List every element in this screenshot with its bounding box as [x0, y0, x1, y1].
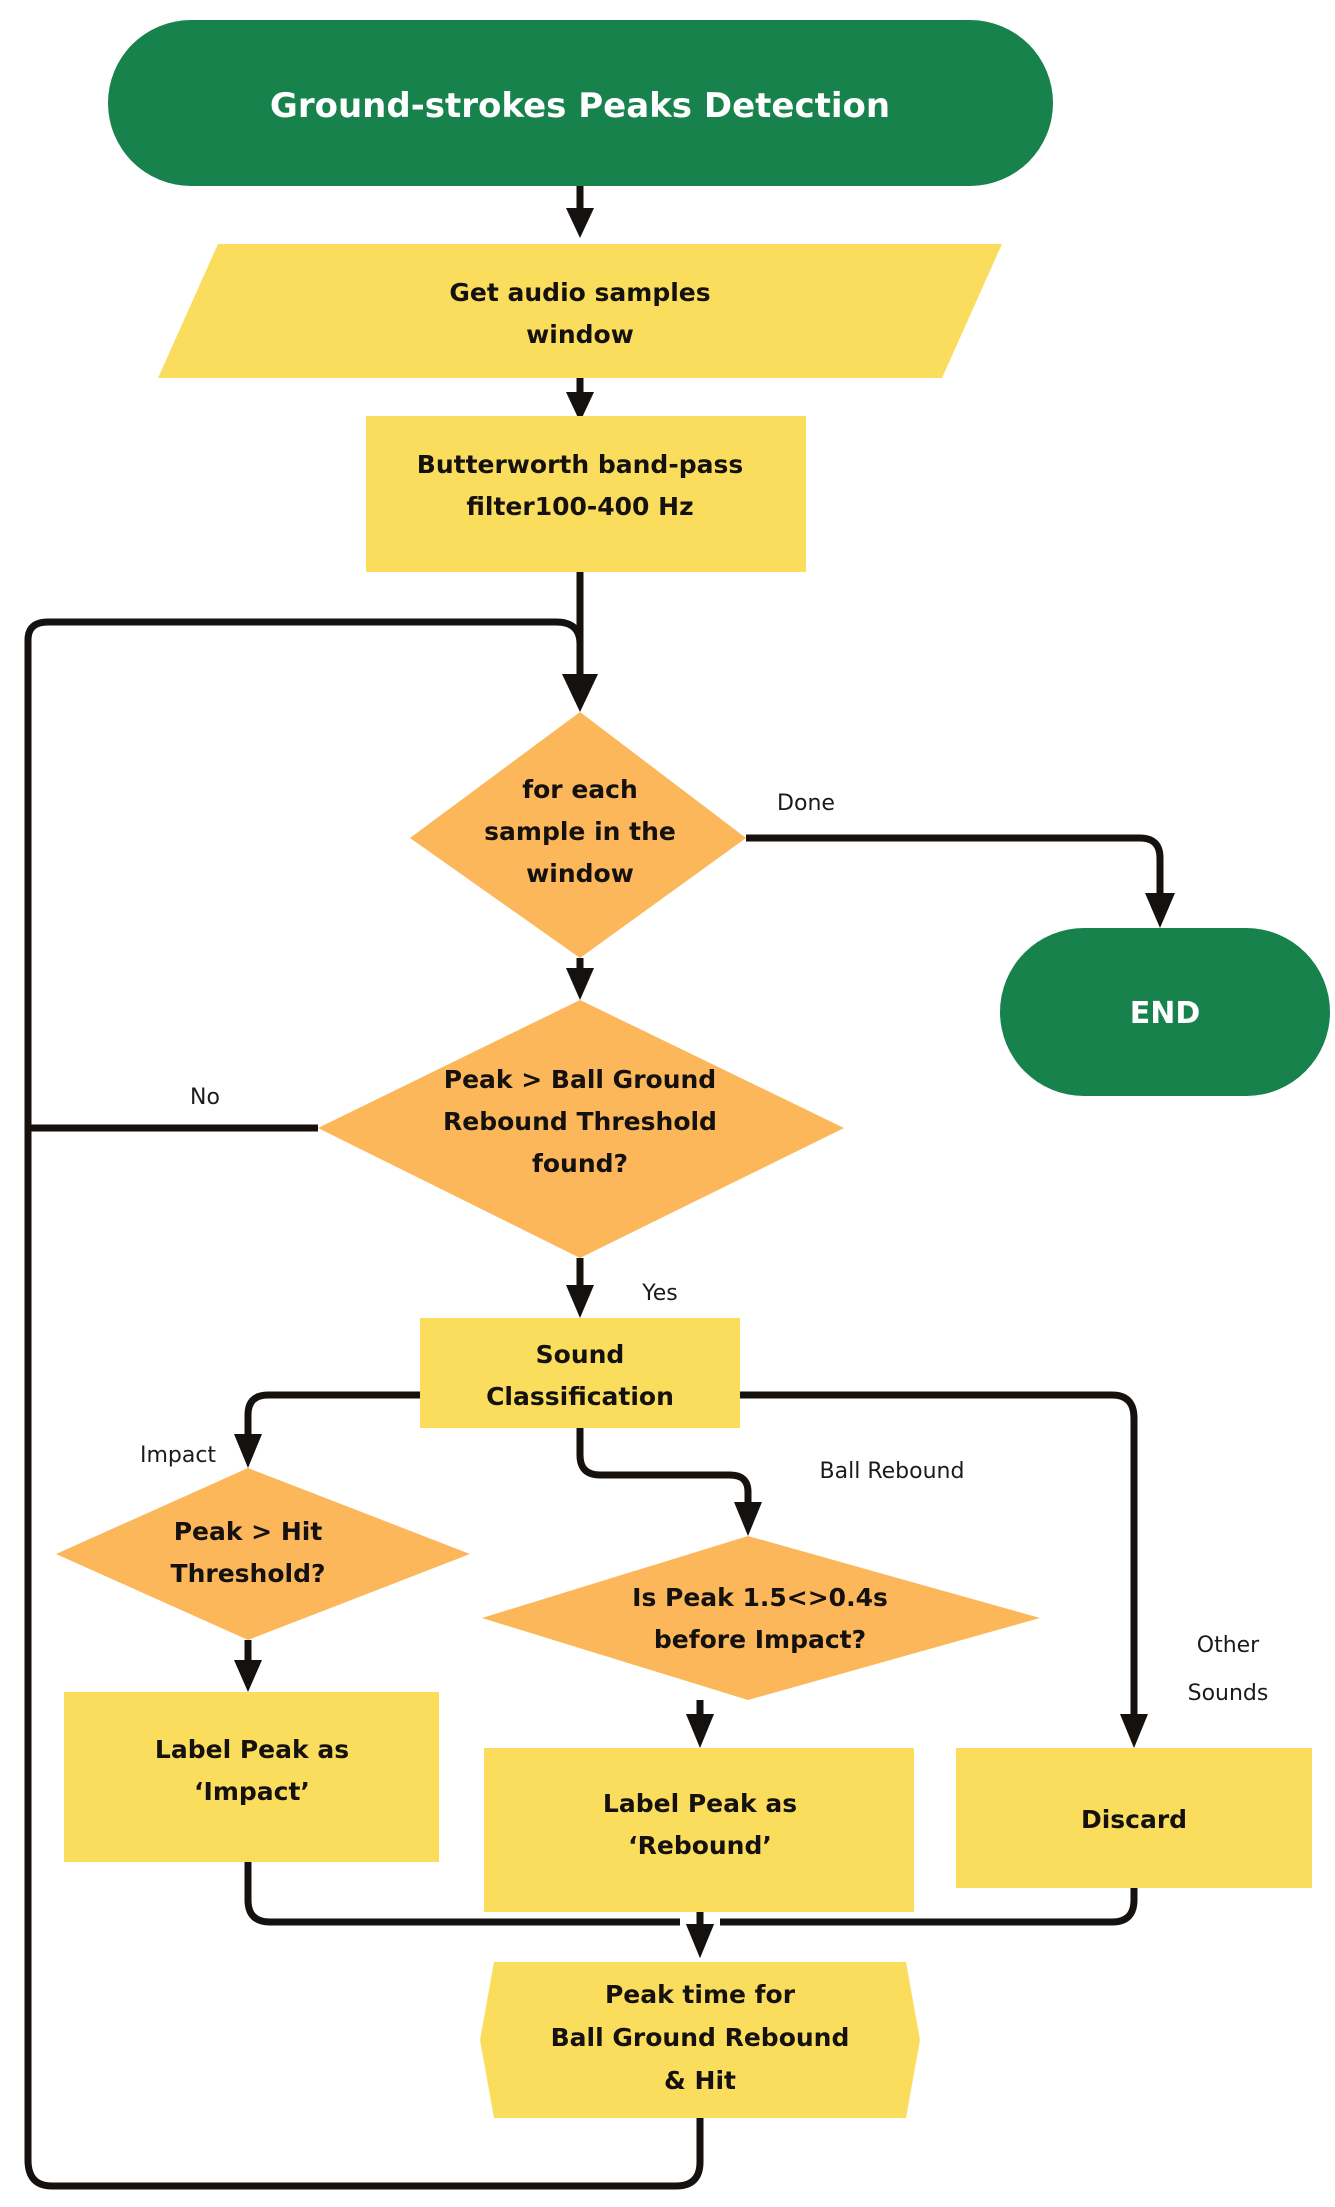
node-peak-hit-threshold[interactable]: Peak > Hit Threshold?	[56, 1468, 470, 1640]
edge-loopback-to-loop	[24, 618, 584, 2119]
node-label-rebound-1: Label Peak as	[603, 1789, 797, 1818]
node-filter-label-2: filter100-400 Hz	[466, 492, 693, 521]
node-hit-thresh-label-2: Threshold?	[171, 1559, 326, 1588]
node-for-each-sample[interactable]: for each sample in the window	[410, 712, 746, 958]
node-label-peak-impact[interactable]: Label Peak as ‘Impact’	[64, 1692, 439, 1862]
edge-discard-to-peak-time	[720, 1862, 1138, 1926]
node-get-audio-label-1: Get audio samples	[449, 278, 710, 307]
node-discard-label: Discard	[1081, 1805, 1187, 1834]
node-is-peak-before-impact[interactable]: Is Peak 1.5<>0.4s before Impact?	[482, 1536, 1040, 1700]
node-label-impact-1: Label Peak as	[155, 1735, 349, 1764]
node-start[interactable]: Ground-strokes Peaks Detection	[108, 20, 1053, 186]
node-is-peak-label-2: before Impact?	[654, 1625, 866, 1654]
node-peak-thresh-label-2: Rebound Threshold	[443, 1107, 717, 1136]
node-peak-time-label-1: Peak time for	[605, 1980, 796, 2009]
node-label-impact-2: ‘Impact’	[194, 1777, 310, 1806]
node-peak-time-label-2: Ball Ground Rebound	[551, 2023, 850, 2052]
node-loop-label-3: window	[526, 859, 634, 888]
edge-sound-to-impact	[234, 1391, 420, 1468]
edge-label-impact: Impact	[140, 1443, 216, 1468]
node-loop-label-1: for each	[522, 775, 638, 804]
edge-get-audio-to-filter	[566, 378, 594, 422]
edge-hit-threshold-to-label-impact	[234, 1640, 262, 1692]
node-end[interactable]: END	[1000, 928, 1330, 1096]
edge-peak-threshold-yes	[566, 1258, 594, 1318]
node-peak-thresh-label-3: found?	[532, 1149, 628, 1178]
node-loop-label-2: sample in the	[484, 817, 676, 846]
node-butterworth-filter[interactable]: Butterworth band-pass filter100-400 Hz	[366, 416, 806, 572]
edge-sound-to-ball-rebound	[576, 1428, 762, 1536]
node-peak-time-label-3: & Hit	[664, 2066, 736, 2095]
node-get-audio-samples[interactable]: Get audio samples window	[158, 244, 1002, 378]
edge-overlay-joins	[686, 1912, 714, 1958]
node-end-label: END	[1130, 996, 1201, 1031]
node-hit-thresh-label-1: Peak > Hit	[174, 1517, 323, 1546]
node-is-peak-label-1: Is Peak 1.5<>0.4s	[632, 1583, 888, 1612]
node-discard[interactable]: Discard	[956, 1748, 1312, 1888]
node-filter-label-1: Butterworth band-pass	[417, 450, 743, 479]
edge-is-peak-to-label-rebound	[686, 1700, 714, 1748]
edge-start-to-get-audio	[566, 186, 594, 238]
edge-label-no: No	[190, 1085, 220, 1110]
node-sound-class-label-2: Classification	[486, 1382, 674, 1411]
edge-peak-time-to-loopback	[24, 2118, 704, 2190]
edge-loop-to-end	[746, 834, 1175, 928]
node-peak-time[interactable]: Peak time for Ball Ground Rebound & Hit	[480, 1962, 920, 2118]
node-label-rebound-2: ‘Rebound’	[628, 1831, 772, 1860]
node-label-peak-rebound[interactable]: Label Peak as ‘Rebound’	[484, 1748, 914, 1912]
edge-label-yes: Yes	[641, 1281, 678, 1306]
node-peak-thresh-label-1: Peak > Ball Ground	[444, 1065, 716, 1094]
node-sound-class-label-1: Sound	[536, 1340, 625, 1369]
node-peak-ball-ground-threshold[interactable]: Peak > Ball Ground Rebound Threshold fou…	[318, 1000, 844, 1258]
node-sound-classification[interactable]: Sound Classification	[420, 1318, 740, 1428]
edge-sound-to-discard	[740, 1391, 1148, 1748]
edge-label-other-sounds-1: Other	[1197, 1633, 1260, 1658]
node-get-audio-label-2: window	[526, 320, 634, 349]
edge-loop-to-peak-threshold	[566, 958, 594, 1000]
node-start-label: Ground-strokes Peaks Detection	[270, 86, 890, 126]
edge-label-ball-rebound: Ball Rebound	[820, 1459, 965, 1484]
edge-label-done: Done	[777, 791, 835, 816]
edge-label-other-sounds-2: Sounds	[1188, 1681, 1269, 1706]
edge-label-impact-to-peak-time	[244, 1862, 680, 1926]
